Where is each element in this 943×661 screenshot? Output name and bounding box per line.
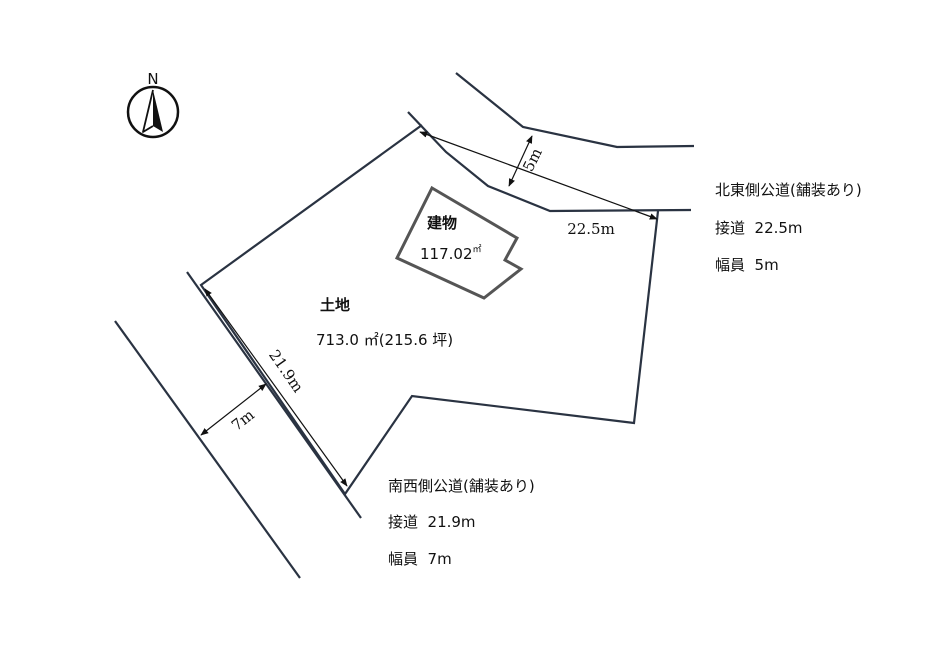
ne-road-width: 幅員 5m xyxy=(715,256,779,274)
land-area: 713.0 ㎡(215.6 坪) xyxy=(316,331,453,349)
building-area: 117.02㎡ xyxy=(420,244,482,263)
land-label: 土地 xyxy=(320,296,350,314)
ne-road-title: 北東側公道(舗装あり) xyxy=(715,181,862,199)
sw-road-title: 南西側公道(舗装あり) xyxy=(388,477,535,495)
compass-label: N xyxy=(147,70,158,88)
sw-width-dimension-line xyxy=(200,383,267,436)
sw-road-width: 幅員 7m xyxy=(388,550,452,568)
ne-frontage-dimension-line xyxy=(419,131,658,220)
ne-road-near-edge xyxy=(407,111,692,213)
ne-road-frontage: 接道 22.5m xyxy=(715,219,803,237)
building-footprint xyxy=(394,185,524,300)
sw-frontage-dimension-line xyxy=(204,288,348,487)
north-compass: N xyxy=(126,70,180,139)
building-label: 建物 xyxy=(427,214,457,232)
ne-frontage-dimension: 22.5m xyxy=(567,220,615,238)
north-arrow-outline-icon xyxy=(142,89,154,133)
ne-road-far-edge xyxy=(455,72,695,149)
compass-ring-icon xyxy=(126,85,180,139)
north-arrow-icon xyxy=(153,90,163,132)
lot-boundary xyxy=(199,124,660,496)
sw-road-frontage: 接道 21.9m xyxy=(388,513,476,531)
ne-width-dimension-line xyxy=(508,135,533,187)
